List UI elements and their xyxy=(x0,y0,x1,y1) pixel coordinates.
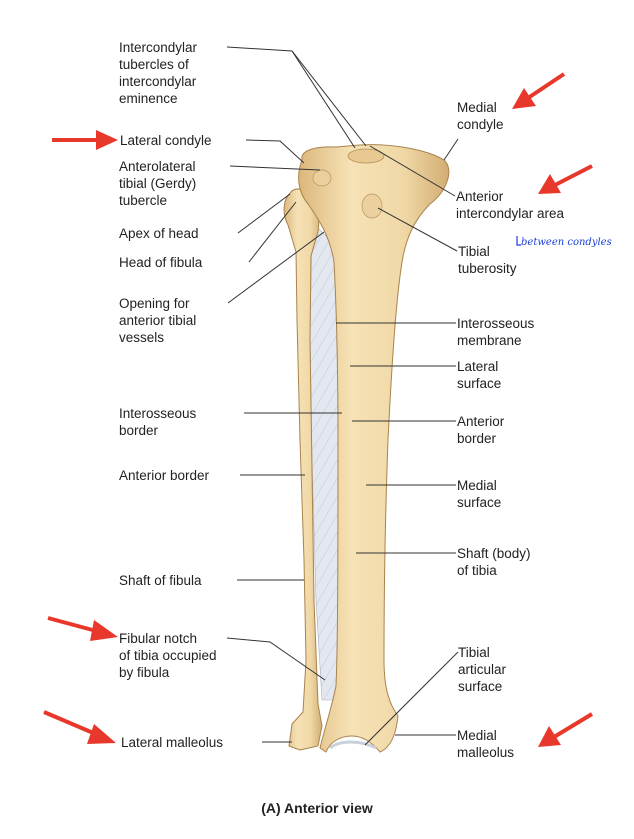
label-lateral-condyle: Lateral condyle xyxy=(120,132,212,149)
label-fibular-notch: Fibular notch of tibia occupied by fibula xyxy=(119,630,217,681)
label-line: condyle xyxy=(457,117,504,132)
label-line: Head of fibula xyxy=(119,255,203,270)
label-line: of tibia xyxy=(457,563,497,578)
label-line: Lateral xyxy=(457,359,499,374)
label-line: Anterior border xyxy=(119,468,210,483)
figure-caption: (A) Anterior view xyxy=(261,800,373,816)
label-anterior-border-tibia: Anterior border xyxy=(457,413,504,447)
label-line: Intercondylar xyxy=(119,40,198,55)
label-line: tubercles of xyxy=(119,57,189,72)
label-shaft-of-tibia: Shaft (body) of tibia xyxy=(457,545,531,579)
label-line: surface xyxy=(458,679,503,694)
gerdy-tubercle-mark xyxy=(312,169,332,187)
tibial-articular-surface-mark xyxy=(329,740,377,750)
label-tibial-articular-surface: Tibial articular surface xyxy=(458,644,506,695)
label-shaft-of-fibula: Shaft of fibula xyxy=(119,572,202,589)
label-line: membrane xyxy=(457,333,522,348)
label-interosseous-membrane: Interosseous membrane xyxy=(457,315,534,349)
label-line: Anterior xyxy=(456,189,504,204)
label-line: surface xyxy=(457,495,502,510)
arrow-fibular-notch-icon xyxy=(47,616,118,641)
label-anterior-intercondylar-area: Anterior intercondylar area xyxy=(456,188,564,222)
label-line: Tibial xyxy=(458,645,490,660)
label-anterolateral-tubercle: Anterolateral tibial (Gerdy) tubercle xyxy=(119,158,196,209)
arrow-medial-malleolus-icon xyxy=(538,712,594,747)
label-line: Apex of head xyxy=(119,226,199,241)
label-line: Interosseous xyxy=(119,406,197,421)
label-line: by fibula xyxy=(119,665,170,680)
label-head-of-fibula: Head of fibula xyxy=(119,254,202,271)
label-line: Anterior xyxy=(457,414,505,429)
label-line: Shaft (body) xyxy=(457,546,531,561)
label-line: anterior tibial xyxy=(119,313,197,328)
label-tibial-tuberosity: Tibial tuberosity xyxy=(458,243,517,277)
leader-lines xyxy=(226,46,459,746)
handwritten-bracket-icon xyxy=(516,236,521,246)
label-line: Anterolateral xyxy=(119,159,196,174)
handwritten-note: between condyles xyxy=(521,237,612,248)
label-line: tubercle xyxy=(119,193,168,208)
label-line: eminence xyxy=(119,91,178,106)
arrow-lateral-condyle-icon xyxy=(52,130,118,150)
label-anterior-border-fibula: Anterior border xyxy=(119,467,209,484)
label-lateral-malleolus: Lateral malleolus xyxy=(121,734,223,751)
tibia-bone xyxy=(298,144,450,753)
label-interosseous-border: Interosseous border xyxy=(119,405,196,439)
arrow-medial-condyle-icon xyxy=(512,72,566,109)
label-lateral-surface: Lateral surface xyxy=(457,358,501,392)
label-line: articular xyxy=(458,662,507,677)
label-line: Lateral malleolus xyxy=(121,735,224,750)
label-line: vessels xyxy=(119,330,165,345)
label-line: tibial (Gerdy) xyxy=(119,176,197,191)
label-line: Medial xyxy=(457,100,497,115)
annotation-arrows xyxy=(43,72,594,747)
label-line: Medial xyxy=(457,728,497,743)
label-line: of tibia occupied xyxy=(119,648,217,663)
label-medial-condyle: Medial condyle xyxy=(457,99,504,133)
tibial-tuberosity-mark xyxy=(361,193,383,219)
label-intercondylar-tubercles: Intercondylar tubercles of intercondylar em… xyxy=(119,39,197,107)
label-opening-for-vessels: Opening for anterior tibial vessels xyxy=(119,295,196,346)
label-apex-of-head: Apex of head xyxy=(119,225,199,242)
label-line: border xyxy=(119,423,159,438)
arrow-lateral-malleolus-icon xyxy=(43,710,116,744)
label-line: Interosseous xyxy=(457,316,535,331)
label-line: Lateral condyle xyxy=(120,133,212,148)
label-line: border xyxy=(457,431,497,446)
label-medial-malleolus: Medial malleolus xyxy=(457,727,514,761)
label-medial-surface: Medial surface xyxy=(457,477,501,511)
label-line: tuberosity xyxy=(458,261,517,276)
label-line: intercondylar xyxy=(119,74,197,89)
label-line: intercondylar area xyxy=(456,206,565,221)
intercondylar-eminence xyxy=(347,148,385,164)
arrow-anterior-intercondylar-icon xyxy=(538,164,593,194)
label-line: malleolus xyxy=(457,745,515,760)
label-line: surface xyxy=(457,376,502,391)
label-line: Fibular notch xyxy=(119,631,198,646)
label-line: Opening for xyxy=(119,296,190,311)
label-line: Shaft of fibula xyxy=(119,573,202,588)
label-line: Medial xyxy=(457,478,497,493)
label-line: Tibial xyxy=(458,244,490,259)
